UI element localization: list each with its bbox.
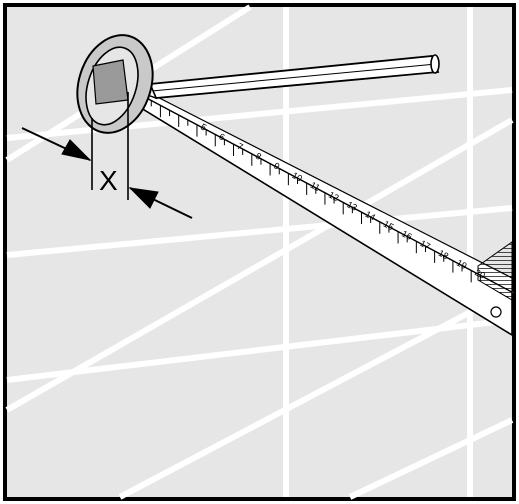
tape-tick-label: 17 [418, 238, 432, 252]
tape-tick-label: 9 [272, 160, 281, 171]
tape-measure-case [477, 241, 513, 301]
pencil-end [430, 54, 440, 74]
arrow-right-pointing-head [61, 139, 92, 161]
dimension-marker [21, 92, 193, 219]
arrow-left-pointing-head [128, 187, 159, 209]
grout-diagonal-4 [348, 417, 514, 500]
ring-shaded-sleeve [92, 59, 129, 105]
pencil-facet-line [151, 63, 437, 92]
dimension-label: X [99, 165, 118, 196]
tape-tick-label: 14 [364, 209, 378, 223]
tape-tick-label: 8 [254, 151, 263, 162]
tape-tick-label: 10 [290, 170, 304, 184]
tape-tick-label: 11 [309, 180, 322, 193]
tape-measure-hole [490, 306, 502, 318]
tape-tick-label: 20 [473, 267, 487, 281]
tape-tick-label: 13 [345, 199, 359, 213]
tape-measure-ticks [141, 95, 481, 283]
grout-horizontal-2 [6, 205, 513, 258]
tape-tick-label: 7 [236, 141, 245, 152]
tape-tick-label: 16 [400, 228, 414, 242]
tape-tick-label: 18 [437, 248, 451, 262]
grout-horizontal-3 [6, 317, 513, 383]
tape-tick-label: 15 [382, 219, 396, 233]
pencil-icon [125, 54, 440, 100]
tape-tick-label: 19 [455, 258, 469, 272]
tape-tick-label: 12 [327, 190, 341, 204]
tape-tick-label: 5 [199, 122, 208, 133]
grout-diagonal-3 [118, 287, 514, 500]
ring-fitting-icon [76, 34, 154, 134]
grout-diagonal-2 [5, 117, 514, 413]
tape-tick-label: 6 [217, 131, 226, 142]
grout-horizontal-1 [6, 87, 513, 141]
